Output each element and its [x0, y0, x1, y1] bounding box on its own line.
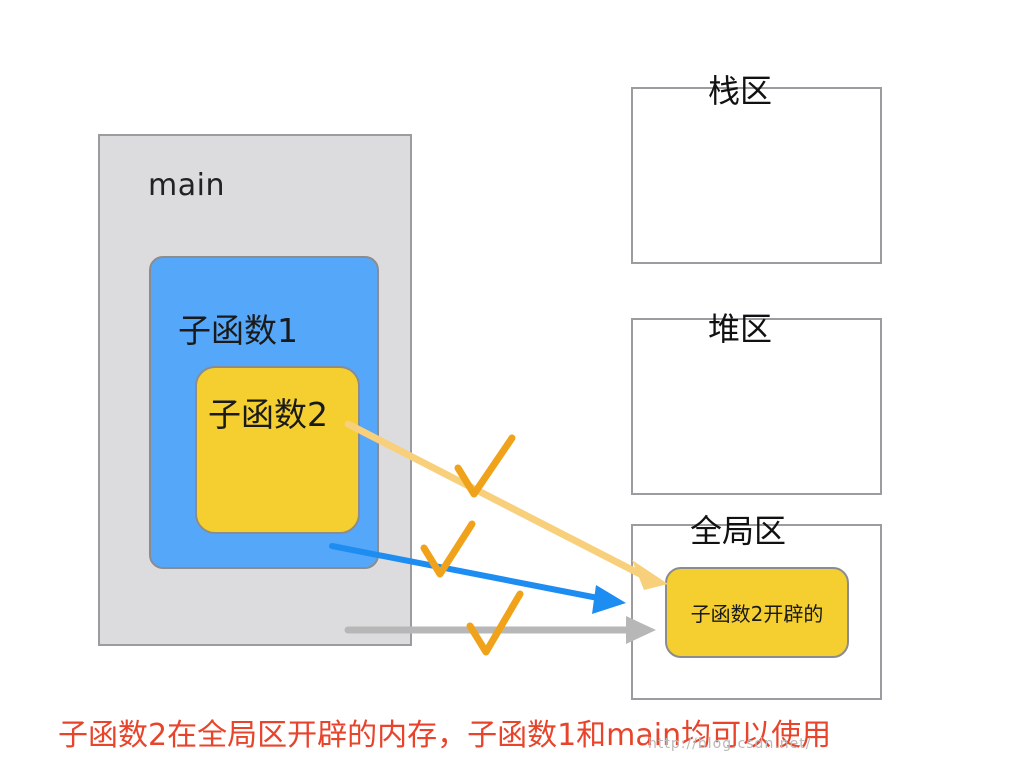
- check-icon: [454, 434, 516, 498]
- stack-region-box: [631, 87, 882, 264]
- heap-region-label: 堆区: [708, 310, 773, 348]
- main-function-label: main: [148, 168, 225, 203]
- global-region-label: 全局区: [690, 512, 787, 550]
- check-icon: [466, 590, 524, 656]
- stack-region-label: 栈区: [708, 72, 773, 110]
- sub-function-1-label: 子函数1: [178, 311, 298, 350]
- allocated-memory-label: 子函数2开辟的: [690, 602, 824, 626]
- watermark-text: http://blog.csdn.net/: [648, 736, 812, 752]
- sub-function-2-label: 子函数2: [208, 395, 328, 434]
- diagram-caption: 子函数2在全局区开辟的内存，子函数1和main均可以使用: [58, 718, 832, 753]
- sub-function-2-box: [195, 366, 360, 534]
- check-icon: [420, 520, 476, 578]
- heap-region-box: [631, 318, 882, 495]
- allocated-memory-block: 子函数2开辟的: [665, 567, 849, 658]
- arrow-from-sub1-head: [592, 585, 626, 614]
